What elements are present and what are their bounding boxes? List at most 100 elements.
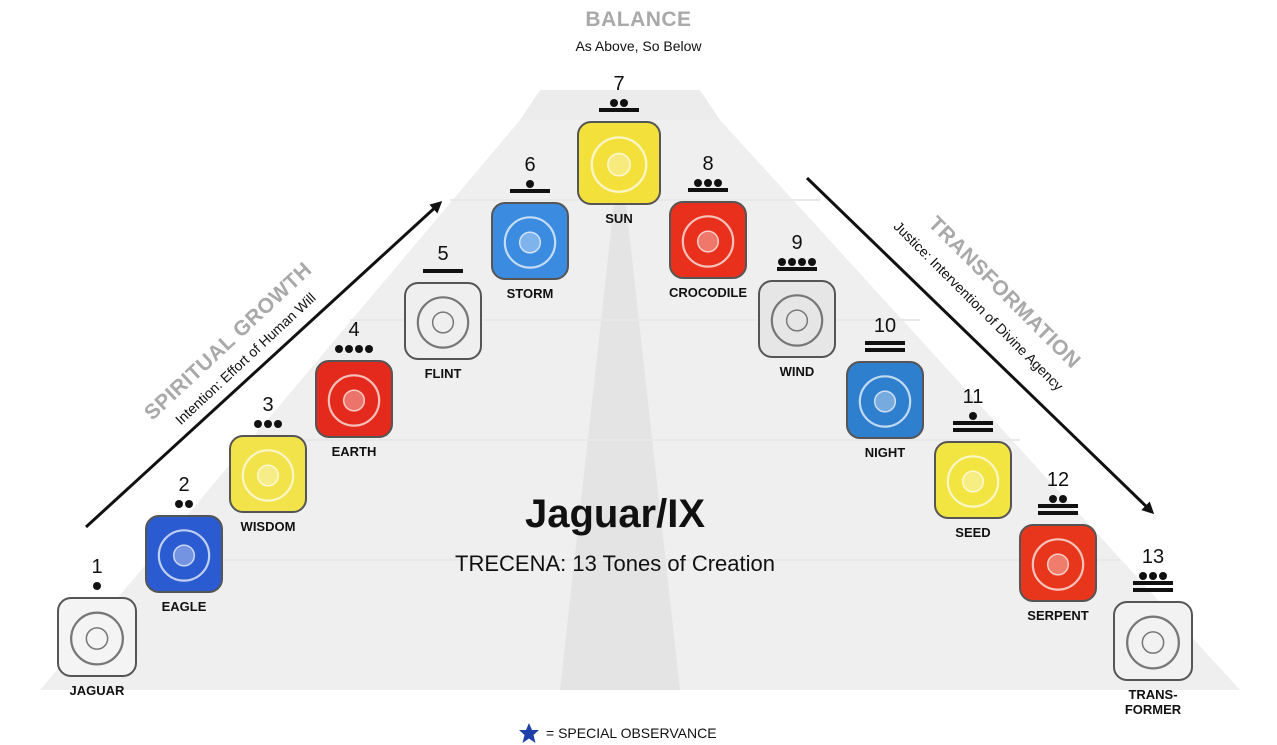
tone-name: FLINT	[424, 366, 462, 381]
tone-numeral-glyph	[423, 269, 463, 276]
seed-icon	[934, 441, 1012, 519]
tone-numeral-glyph	[777, 258, 817, 274]
numeral-bar	[1133, 581, 1173, 585]
tone-name: CROCODILE	[669, 285, 747, 300]
tone-name: WISDOM	[240, 519, 296, 534]
tone-name: NIGHT	[864, 445, 906, 460]
tone-number: 1	[91, 556, 103, 578]
balance-title: BALANCE	[585, 8, 692, 31]
numeral-dot	[345, 345, 353, 353]
tone-number: 12	[1046, 469, 1070, 491]
tone-number: 8	[702, 153, 714, 175]
left-arrow	[84, 200, 443, 529]
numeral-dot	[620, 99, 628, 107]
tone-name: JAGUAR	[69, 683, 125, 698]
numeral-dot	[788, 258, 796, 266]
numeral-dot	[694, 179, 702, 187]
numeral-dot	[1049, 495, 1057, 503]
numeral-dot	[969, 412, 977, 420]
tone-numeral-glyph	[1133, 572, 1173, 595]
numeral-dot	[274, 420, 282, 428]
wisdom-icon	[229, 435, 307, 513]
tone-number: 9	[791, 232, 803, 254]
numeral-dot	[1059, 495, 1067, 503]
tone-numeral-glyph	[953, 412, 993, 435]
tone-number: 7	[613, 73, 625, 95]
tone-name: WIND	[779, 364, 815, 379]
numeral-dot	[1149, 572, 1157, 580]
tone-numeral-glyph	[1038, 495, 1078, 518]
numeral-bar	[1038, 511, 1078, 515]
right-arrow	[805, 176, 1155, 515]
tone-name: SERPENT	[1027, 608, 1089, 623]
numeral-dot	[610, 99, 618, 107]
tone-name: EARTH	[331, 444, 377, 459]
tone-number: 13	[1141, 546, 1165, 568]
crocodile-icon	[669, 201, 747, 279]
numeral-bar	[1038, 504, 1078, 508]
numeral-dot	[175, 500, 183, 508]
numeral-bar	[777, 267, 817, 271]
numeral-dot	[778, 258, 786, 266]
numeral-dot	[704, 179, 712, 187]
numeral-dot	[714, 179, 722, 187]
tone-number: 10	[873, 315, 897, 337]
numeral-dot	[526, 180, 534, 188]
tone-number: 4	[348, 319, 360, 341]
tone-number: 2	[178, 474, 190, 496]
transformer-icon	[1113, 601, 1193, 681]
star-icon	[519, 723, 539, 743]
numeral-dot	[365, 345, 373, 353]
flint-icon	[404, 282, 482, 360]
numeral-dot	[93, 582, 101, 590]
numeral-dot	[1139, 572, 1147, 580]
center-subtitle: TRECENA: 13 Tones of Creation	[455, 551, 775, 576]
tone-number: 5	[437, 243, 449, 265]
tone-number: 6	[524, 154, 536, 176]
numeral-dot	[254, 420, 262, 428]
numeral-bar	[953, 421, 993, 425]
tone-name: TRANS- FORMER	[1124, 687, 1182, 717]
numeral-bar	[865, 348, 905, 352]
legend-text: = SPECIAL OBSERVANCE	[546, 725, 717, 741]
tone-name: SEED	[955, 525, 991, 540]
tone-numeral-glyph	[599, 99, 639, 115]
numeral-dot	[335, 345, 343, 353]
numeral-dot	[355, 345, 363, 353]
numeral-bar	[599, 108, 639, 112]
tone-numeral-glyph	[865, 341, 905, 355]
tone-name: SUN	[605, 211, 633, 226]
jaguar-face-icon	[57, 597, 137, 677]
night-icon	[846, 361, 924, 439]
numeral-dot	[185, 500, 193, 508]
tone-name: EAGLE	[161, 599, 207, 614]
center-title: Jaguar/IX	[524, 492, 706, 536]
numeral-bar	[688, 188, 728, 192]
tone-numeral-glyph	[334, 345, 374, 354]
wind-icon	[758, 280, 836, 358]
legend: = SPECIAL OBSERVANCE	[518, 722, 717, 744]
sun-icon	[577, 121, 661, 205]
tone-number: 3	[262, 394, 274, 416]
balance-subtitle: As Above, So Below	[575, 38, 702, 54]
eagle-icon	[145, 515, 223, 593]
tone-numeral-glyph	[688, 179, 728, 195]
numeral-bar	[510, 189, 550, 193]
numeral-bar	[865, 341, 905, 345]
numeral-bar	[1133, 588, 1173, 592]
numeral-dot	[1159, 572, 1167, 580]
numeral-bar	[953, 428, 993, 432]
tone-numeral-glyph	[77, 582, 117, 591]
tone-numeral-glyph	[164, 500, 204, 509]
serpent-icon	[1019, 524, 1097, 602]
tone-name: STORM	[506, 286, 554, 301]
tone-numeral-glyph	[510, 180, 550, 196]
tone-numeral-glyph	[248, 420, 288, 429]
numeral-bar	[423, 269, 463, 273]
numeral-dot	[798, 258, 806, 266]
numeral-dot	[264, 420, 272, 428]
tone-number: 11	[962, 386, 984, 408]
storm-icon	[491, 202, 569, 280]
